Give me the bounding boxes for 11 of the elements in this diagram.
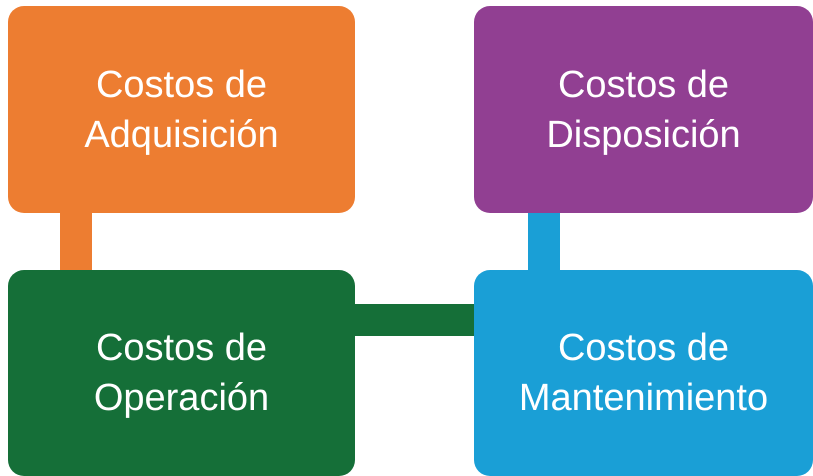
connector-bar (528, 213, 560, 270)
box-label: Costos de Adquisición (83, 62, 280, 158)
cost-box (8, 6, 355, 213)
cost-box (474, 6, 813, 213)
connector-bar (355, 304, 474, 336)
box-label: Costos de Mantenimiento (518, 326, 770, 421)
cost-box (8, 270, 355, 476)
cost-box (474, 270, 813, 476)
connector-bar (60, 213, 92, 270)
box-label: Costos de Disposición (545, 62, 742, 158)
box-label: Costos de Operación (92, 326, 270, 421)
